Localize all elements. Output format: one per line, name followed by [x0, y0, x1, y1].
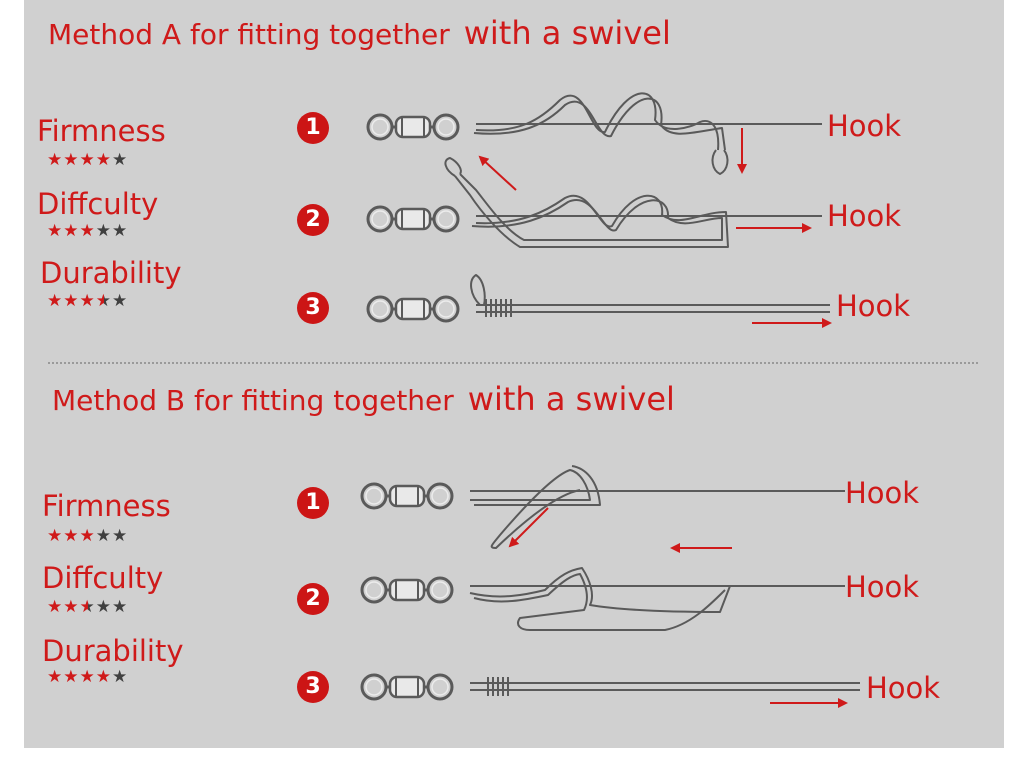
method-a-difficulty-label: Diffculty	[37, 187, 159, 221]
star-icon: ★	[95, 291, 112, 311]
method-a-title: Method A for fitting together with a swiv…	[48, 14, 671, 52]
star-icon: ★	[63, 526, 80, 546]
method-a-step-3-hook-label: Hook	[836, 289, 911, 323]
method-b-step-3-hook-label: Hook	[866, 671, 941, 705]
star-icon: ★	[47, 526, 64, 546]
method-b-step-1-hook-label: Hook	[845, 476, 920, 510]
method-b-difficulty-stars: ★★★★★	[47, 597, 128, 617]
star-icon: ★	[63, 221, 80, 241]
method-b-step-2-illustration	[360, 567, 845, 631]
method-a-difficulty-stars: ★★★★★	[47, 221, 128, 241]
method-a-step-3-badge: 3	[297, 292, 329, 324]
method-b-durability-stars: ★★★★★	[47, 667, 128, 687]
star-icon: ★	[47, 291, 64, 311]
method-a-durability-label: Durability	[40, 256, 182, 290]
method-a-step-2-badge: 2	[297, 204, 329, 236]
method-b-title: Method B for fitting together with a swiv…	[52, 380, 675, 418]
method-a-firmness-stars: ★★★★★	[47, 150, 128, 170]
star-icon: ★	[79, 667, 96, 687]
star-icon: ★	[112, 291, 129, 311]
method-a-subtitle: with a swivel	[463, 14, 671, 52]
method-a-step-1-badge: 1	[297, 112, 329, 144]
method-a-step-3-illustration	[366, 274, 830, 323]
star-icon: ★	[79, 150, 96, 170]
star-icon: ★	[95, 667, 112, 687]
method-b-step-2-hook-label: Hook	[845, 570, 920, 604]
method-b-step-3-illustration	[360, 673, 860, 701]
star-icon: ★	[112, 150, 129, 170]
star-icon: ★	[79, 221, 96, 241]
star-icon: ★	[47, 221, 64, 241]
method-b-step-1-loop-arrow	[508, 507, 549, 548]
method-b-step-3-badge: 3	[297, 671, 329, 703]
star-icon: ★	[63, 150, 80, 170]
method-b-firmness-stars: ★★★★★	[47, 526, 128, 546]
star-icon: ★	[47, 667, 64, 687]
method-a-firmness-label: Firmness	[37, 114, 166, 148]
star-icon: ★	[79, 526, 96, 546]
method-a-step-1-illustration	[366, 92, 822, 175]
star-icon: ★	[63, 597, 80, 617]
method-b-subtitle: with a swivel	[467, 380, 675, 418]
star-icon: ★	[95, 597, 112, 617]
method-b-firmness-label: Firmness	[42, 489, 171, 523]
method-a-title-text: Method A for fitting together	[48, 18, 450, 51]
method-a-step-1-hook-label: Hook	[827, 109, 902, 143]
star-icon: ★	[112, 667, 129, 687]
star-icon: ★	[112, 526, 129, 546]
star-icon: ★	[112, 597, 129, 617]
star-icon: ★	[63, 667, 80, 687]
method-b-step-2-badge: 2	[297, 583, 329, 615]
star-icon: ★	[95, 150, 112, 170]
star-icon: ★	[63, 291, 80, 311]
method-b-title-text: Method B for fitting together	[52, 384, 454, 417]
method-b-step-1-illustration	[360, 465, 845, 549]
star-icon: ★	[47, 150, 64, 170]
star-icon: ★	[95, 526, 112, 546]
star-icon: ★	[112, 221, 129, 241]
star-icon: ★	[79, 291, 96, 311]
star-icon: ★	[79, 597, 96, 617]
method-b-difficulty-label: Diffculty	[42, 561, 164, 595]
method-a-durability-stars: ★★★★★	[47, 291, 128, 311]
star-icon: ★	[47, 597, 64, 617]
method-a-step-2-hook-label: Hook	[827, 199, 902, 233]
method-b-durability-label: Durability	[42, 634, 184, 668]
method-a-step-1-pull-arrow	[478, 155, 517, 191]
method-a-step-2-illustration	[366, 157, 822, 248]
method-b-step-1-badge: 1	[297, 487, 329, 519]
star-icon: ★	[95, 221, 112, 241]
section-divider	[48, 362, 978, 364]
